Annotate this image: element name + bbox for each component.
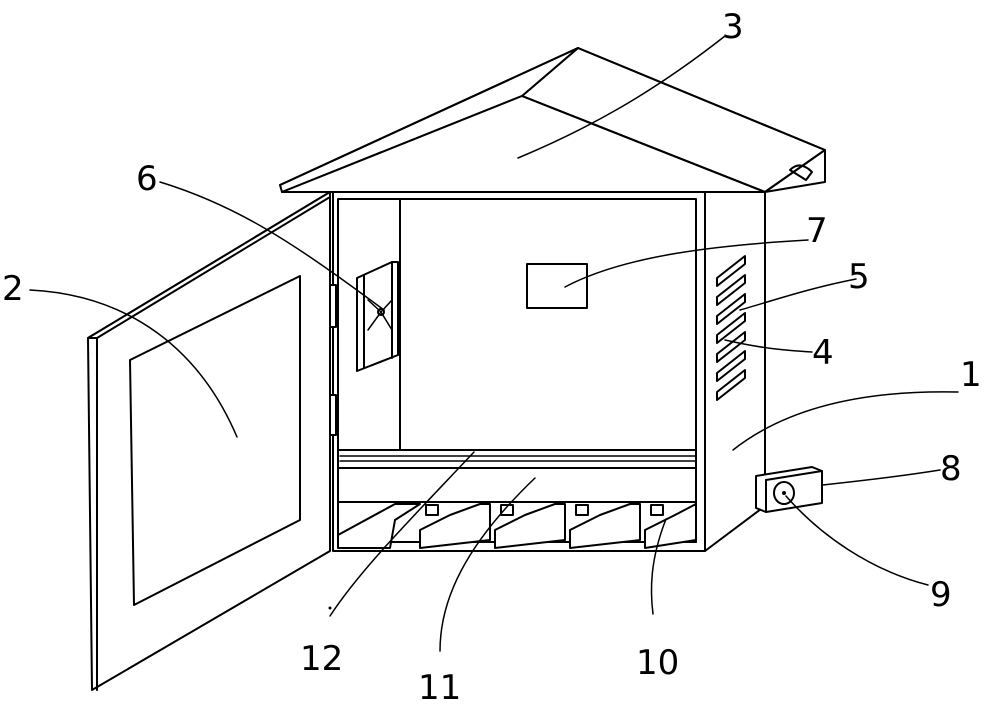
label-2: 2 [2, 269, 24, 309]
label-8: 8 [940, 449, 962, 489]
label-9: 9 [930, 575, 952, 615]
label-3: 3 [722, 7, 744, 47]
label-4: 4 [812, 333, 834, 373]
socket-box [755, 466, 823, 513]
leader-lines [29, 35, 959, 652]
label-6: 6 [136, 159, 158, 199]
wall-holder [356, 261, 399, 372]
control-box [526, 263, 588, 309]
label-11: 11 [418, 668, 461, 706]
door [87, 191, 331, 691]
label-1: 1 [960, 355, 982, 395]
label-10: 10 [636, 643, 679, 683]
label-5: 5 [848, 257, 870, 297]
guide-rail [337, 449, 697, 469]
part-numbers: 1 2 3 4 5 6 7 8 9 10 11 12 [2, 7, 982, 706]
label-7: 7 [806, 211, 828, 251]
label-12: 12 [300, 639, 343, 679]
vent-slots [716, 255, 746, 401]
roof [279, 47, 826, 193]
bottom-storage [337, 503, 697, 549]
